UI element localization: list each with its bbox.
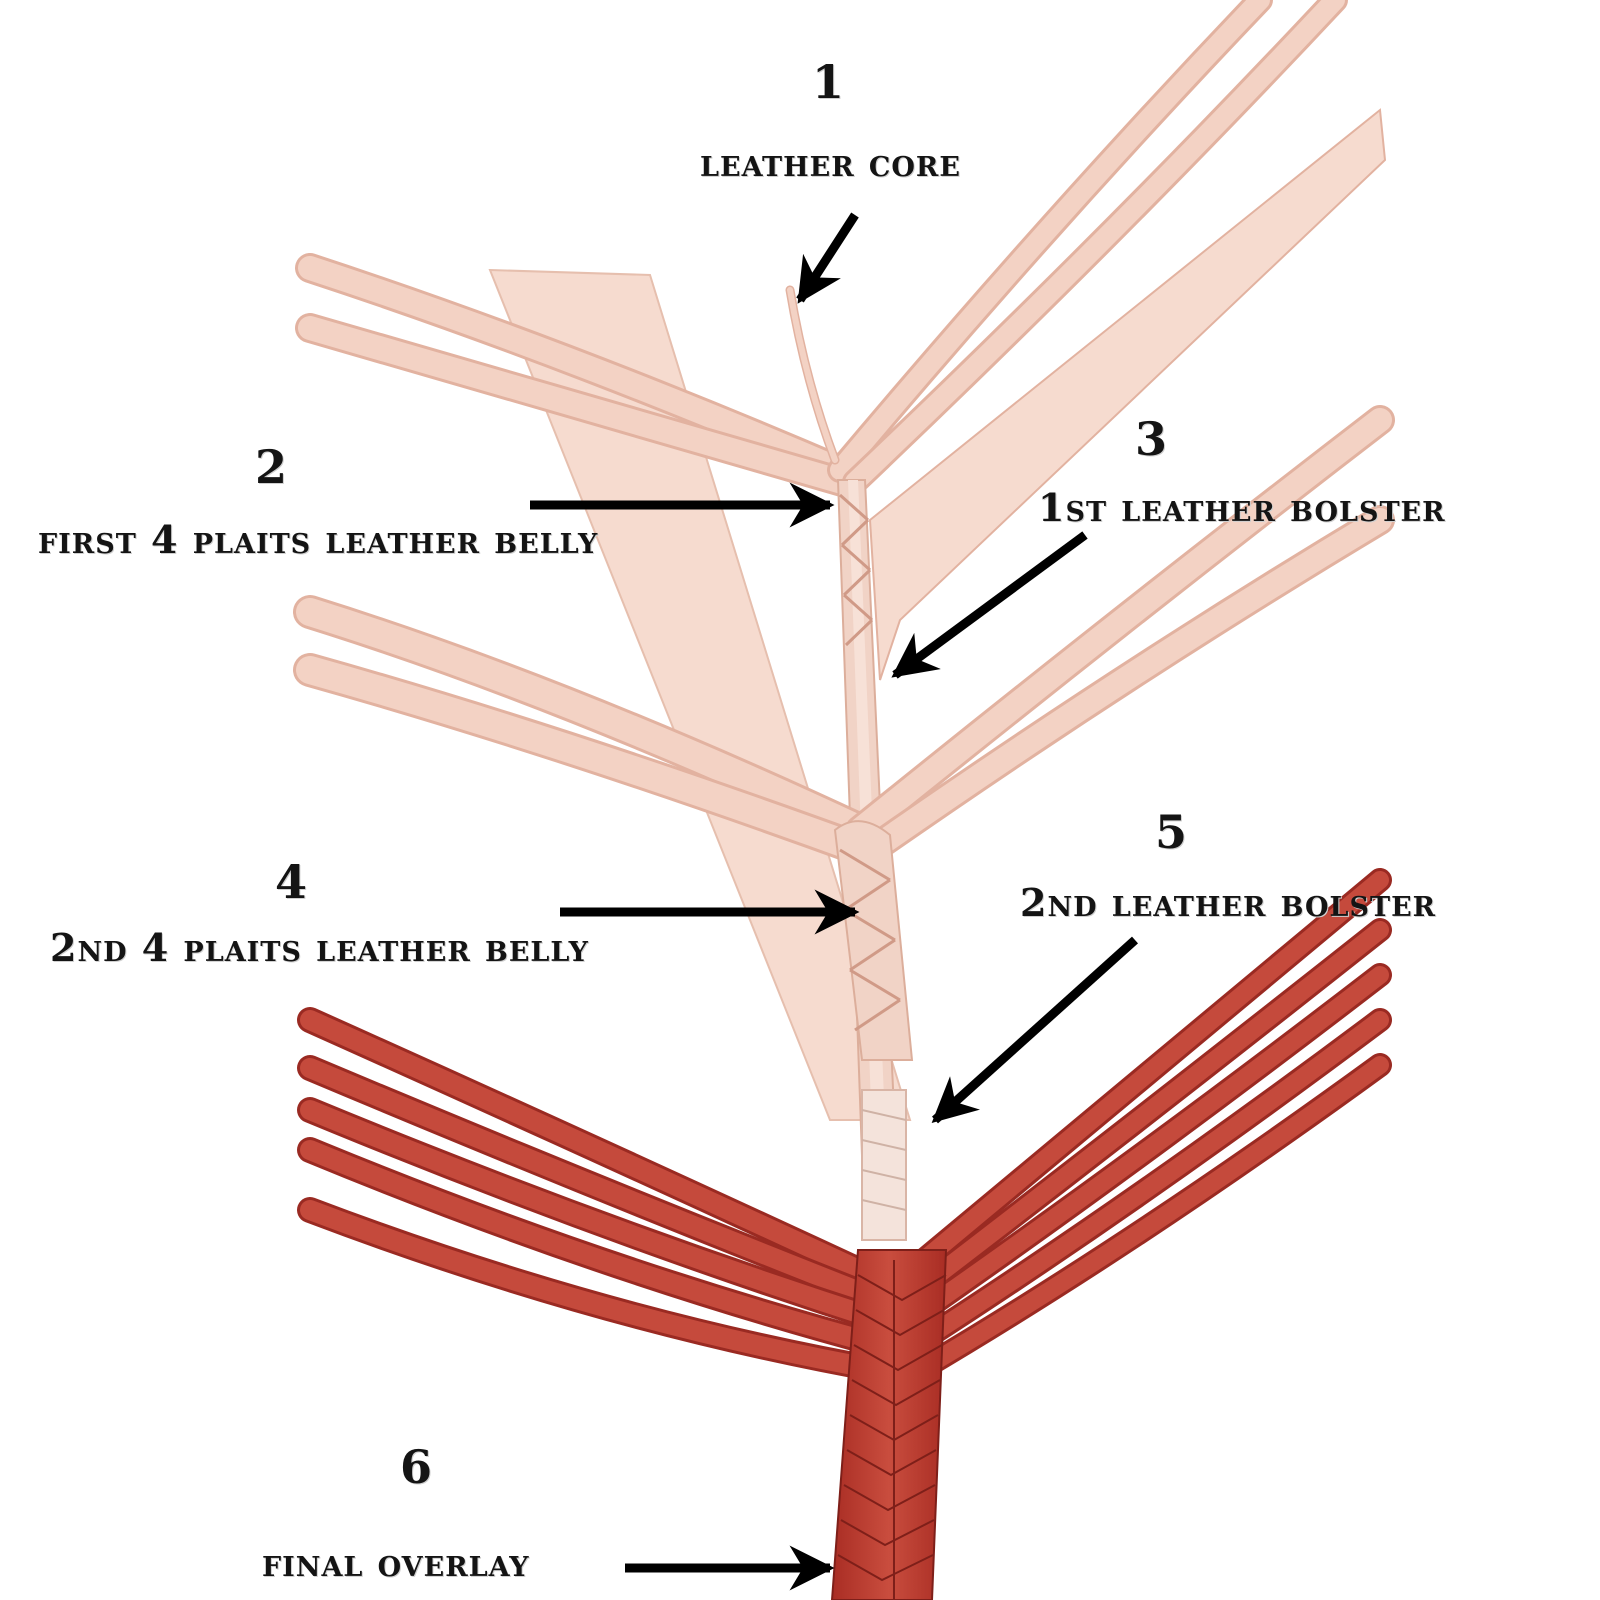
red-strands-left [297, 1007, 893, 1383]
label-6-number: 6 [400, 1440, 434, 1494]
label-1-text: Leather Core [700, 140, 961, 185]
middle-right-strands [845, 405, 1395, 865]
second-plait-belly [833, 820, 914, 1061]
label-3-number: 3 [1135, 412, 1169, 466]
label-2-number: 2 [255, 440, 289, 494]
label-6-text: Final Overlay [262, 1540, 530, 1585]
label-4-text: 2nd 4 Plaits Leather Belly [50, 925, 589, 970]
label-1-number: 1 [812, 55, 846, 109]
label-5-text: 2nd Leather Bolster [1020, 880, 1437, 925]
middle-left-strands [293, 595, 879, 867]
label-2-text: First 4 Plaits Leather Belly [38, 517, 599, 562]
upper-right-strands [827, 0, 1348, 495]
first-bolster-piece [868, 108, 1387, 681]
label-5-number: 5 [1155, 805, 1189, 859]
final-overlay-braid [830, 1249, 948, 1600]
second-bolster-wrap [861, 1089, 907, 1241]
upper-left-strands [295, 253, 857, 497]
arrow-1-icon [796, 212, 859, 304]
label-4-number: 4 [275, 855, 309, 909]
label-3-text: 1st Leather Bolster [1038, 485, 1446, 530]
arrows [530, 212, 1139, 1591]
first-plait-belly [839, 493, 874, 647]
arrow-3-icon [891, 531, 1088, 679]
arrow-5-icon [931, 936, 1139, 1124]
red-strands-right [888, 868, 1392, 1382]
leather-core-tip [785, 285, 840, 465]
